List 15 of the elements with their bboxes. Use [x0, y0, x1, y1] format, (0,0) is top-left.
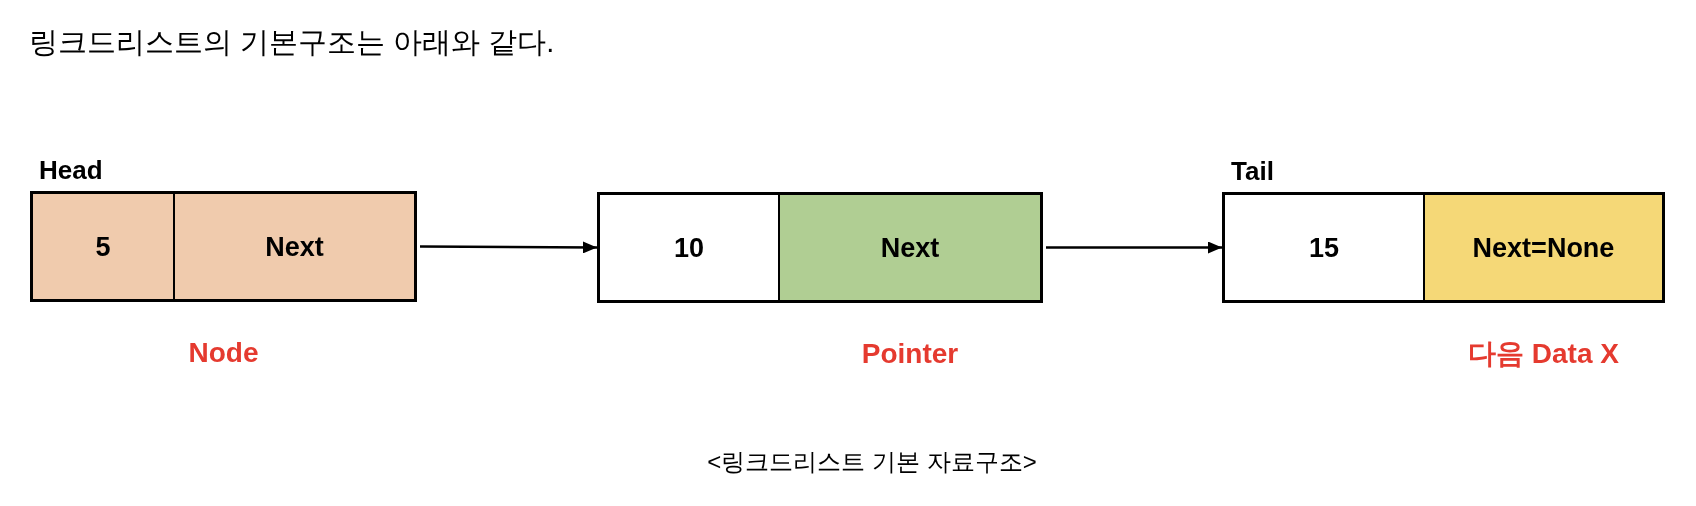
- annotation-text: 다음 Data X: [1468, 338, 1619, 370]
- annotation-text: Node: [188, 337, 259, 369]
- arrow: [1046, 241, 1222, 254]
- annotation-text: Pointer: [861, 338, 959, 370]
- pointer-text: Next=None: [1472, 231, 1615, 264]
- value-text: 15: [1308, 231, 1339, 264]
- value-text: 5: [95, 230, 111, 263]
- pointer-text: Next: [880, 231, 940, 264]
- value-text: 10: [673, 231, 704, 264]
- pointer-text: Next: [265, 230, 324, 263]
- title-text: 링크드리스트의 기본구조는 아래와 같다.: [29, 25, 555, 59]
- tail-label: Tail: [1231, 156, 1274, 186]
- caption-text: <링크드리스트 기본 자료구조>: [707, 447, 1037, 477]
- arrow: [420, 241, 597, 254]
- head-label: Head: [39, 155, 103, 185]
